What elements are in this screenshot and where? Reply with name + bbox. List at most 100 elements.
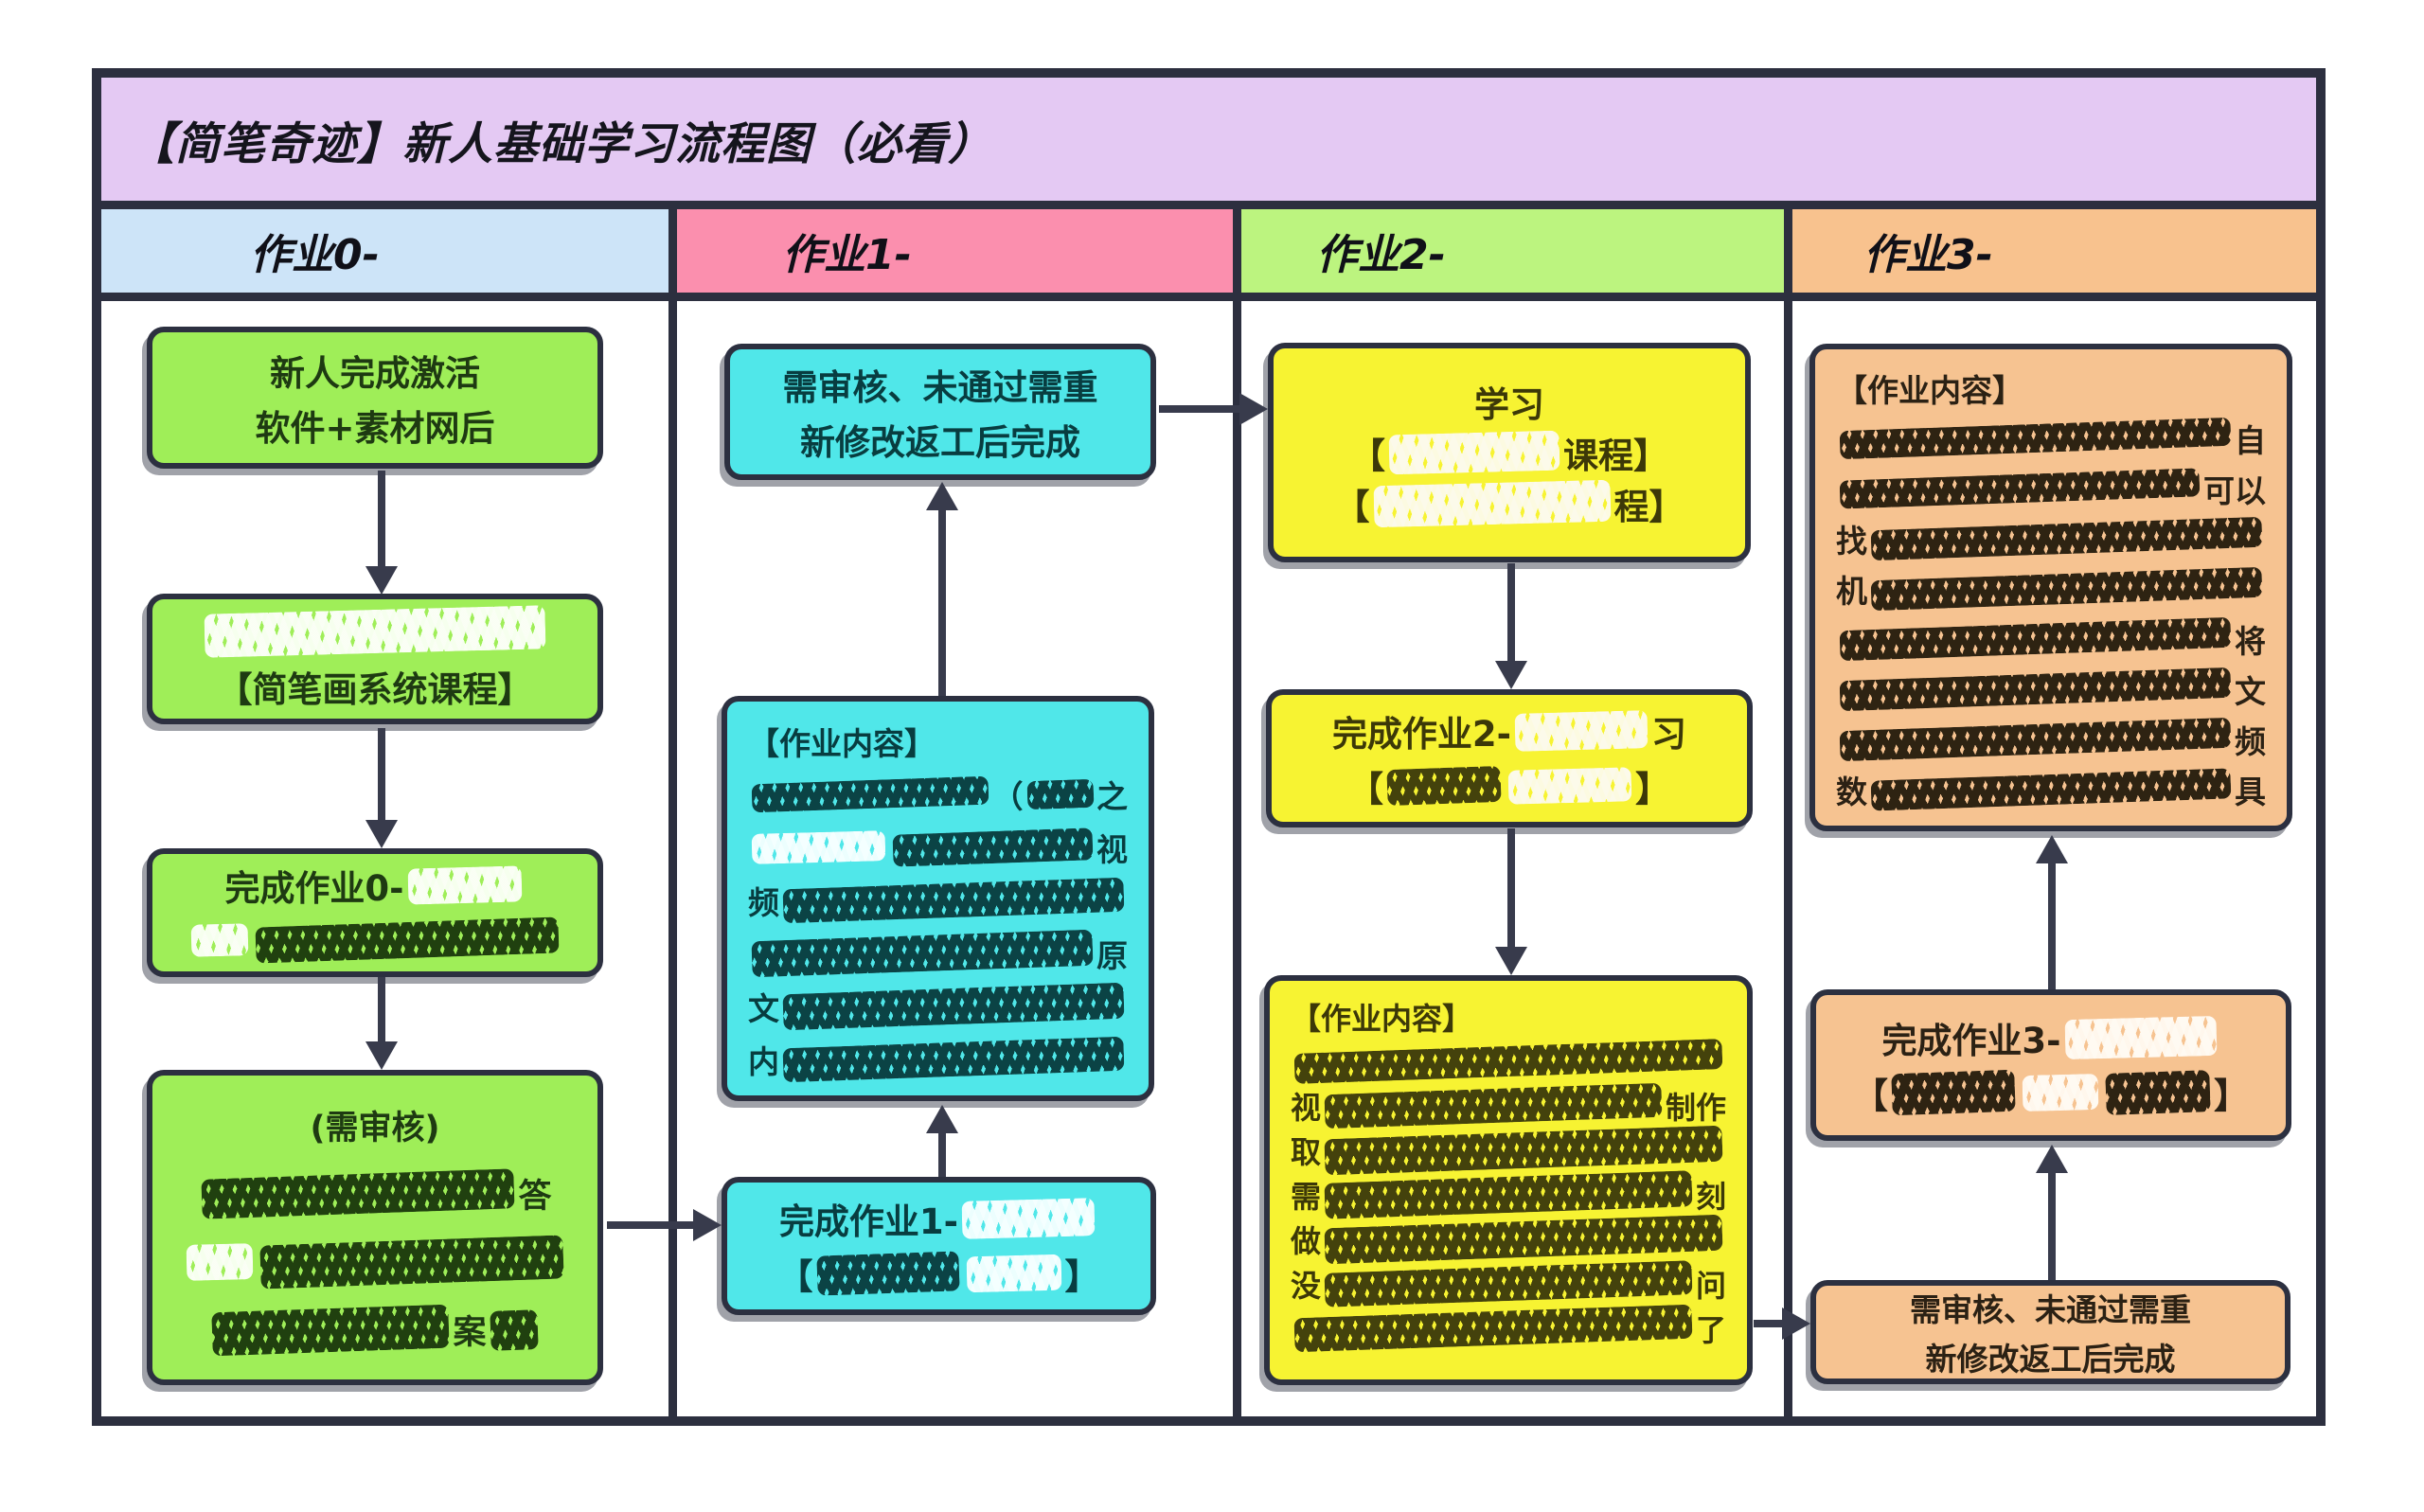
flow-arrow-n-to-m-head [2036, 1145, 2068, 1173]
text-line: 数具 [1836, 764, 2266, 814]
redaction-mark [1324, 1259, 1693, 1307]
redaction-mark [1891, 1069, 2016, 1116]
text-line: 【作业内容】 [1836, 363, 2266, 413]
redaction-mark [1839, 467, 2201, 509]
redaction-mark [204, 605, 546, 658]
flow-arrow-j-to-n-head [1782, 1307, 1810, 1340]
text-line [1291, 1038, 1726, 1084]
redaction-mark [255, 916, 560, 964]
text-line: 频 [1836, 714, 2266, 764]
box-text: 之 [1096, 778, 1128, 815]
text-line: 取 [1291, 1125, 1726, 1175]
redaction-mark [407, 865, 523, 905]
box-text: 【简笔画系统课程】 [217, 669, 533, 710]
redaction-mark [1025, 778, 1094, 810]
box-text: 视 [1096, 831, 1128, 868]
divider-under-title [101, 201, 2316, 209]
flow-arrow-f-to-e-head [926, 482, 958, 510]
column-header-hw3: 作业3- [1792, 209, 2316, 293]
page-title: 【简笔奇迹】新人基础学习流程图（必看） [130, 117, 993, 170]
text-line: 【简笔画系统课程】 [218, 659, 533, 714]
box-text: 做 [1291, 1222, 1322, 1259]
flow-box-finish-homework0: 完成作业0- [147, 848, 603, 977]
text-line: 文 [748, 980, 1128, 1033]
box-text: 作业2- [1316, 231, 1446, 279]
box-text: 作业3- [1863, 231, 1993, 279]
box-text: 】 [1064, 1256, 1100, 1297]
flow-box-study-courses: 学习【课程】【程】 [1268, 343, 1751, 562]
redaction-mark [892, 827, 1094, 867]
box-text: 制作 [1665, 1089, 1726, 1126]
flow-arrow-m-to-l-line [2048, 863, 2056, 989]
box-text: 软件+素材网后 [255, 408, 495, 449]
flow-box-sketch-course: 【简笔画系统课程】 [147, 594, 603, 724]
redaction-mark [1514, 710, 1649, 752]
column-header-hw0: 作业0- [101, 209, 668, 293]
text-line: (需审核) [311, 1092, 440, 1160]
flow-arrow-h-to-i-head [1495, 661, 1527, 689]
redaction-mark [751, 830, 886, 864]
box-text: 】 [1635, 769, 1670, 809]
column-header-hw2: 作业2- [1241, 209, 1784, 293]
box-text: 新修改返工后完成 [800, 422, 1080, 463]
text-line: 机 [1836, 563, 2266, 614]
box-text: 【 [1853, 1076, 1888, 1116]
column-separator-1 [668, 201, 677, 1416]
text-line: 完成作业2-习 [1332, 703, 1686, 758]
box-text: 频 [2235, 722, 2266, 760]
flow-arrow-i-to-j-head [1495, 947, 1527, 975]
box-text: 问 [1695, 1267, 1726, 1304]
box-text: 【 [1348, 769, 1383, 809]
redaction-mark [1293, 1038, 1723, 1084]
flow-arrow-m-to-l-head [2036, 835, 2068, 863]
redaction-mark [751, 775, 989, 813]
text-line: 【作业内容】 [748, 715, 1128, 768]
flow-box-homework2-content: 【作业内容】视制作取需刻做没问了 [1264, 975, 1753, 1385]
text-line: 完成作业0- [224, 858, 525, 913]
redaction-mark [1870, 767, 2232, 811]
box-text: 完成作业1- [778, 1201, 959, 1242]
flow-arrow-a-to-b-line [378, 471, 385, 568]
box-text: 新修改返工后完成 [1925, 1341, 2176, 1378]
redaction-mark [1839, 417, 2232, 459]
box-text: 完成作业0- [224, 868, 404, 909]
box-text: 案 [453, 1314, 487, 1352]
flow-arrow-g-to-f-head [926, 1105, 958, 1133]
text-line: 完成作业1- [779, 1191, 1098, 1246]
box-text: 【作业内容】 [1291, 1000, 1473, 1037]
flow-arrow-g-to-f-line [938, 1133, 946, 1177]
text-line: 视制作 [1291, 1082, 1726, 1129]
text-line: 文 [1836, 664, 2266, 714]
text-line: 【 课程】 [1350, 427, 1668, 478]
redaction-mark [1839, 616, 2232, 661]
flow-arrow-e-to-h-head [1239, 393, 1268, 425]
box-text: 将 [2235, 622, 2266, 660]
redaction-mark [1324, 1169, 1693, 1219]
flow-arrow-n-to-m-line [2048, 1173, 2056, 1280]
redaction-mark [1839, 667, 2232, 711]
box-text: 【 [1350, 436, 1385, 476]
flow-arrow-e-to-h-line [1159, 405, 1239, 413]
text-line [201, 604, 549, 659]
text-line: 答 [198, 1160, 552, 1228]
column-separator-3 [1784, 201, 1792, 1416]
box-text: 课程】 [1563, 436, 1668, 476]
box-text: 】 [2214, 1076, 2249, 1116]
redaction-mark [782, 1036, 1125, 1083]
text-line: 自 [1836, 413, 2266, 463]
box-text: 刻 [1695, 1178, 1726, 1215]
box-text: 可以 [2203, 471, 2266, 509]
box-text: 【作业内容】 [748, 725, 936, 762]
text-line: 了 [1291, 1304, 1726, 1352]
text-line: 【】 [778, 1246, 1100, 1301]
text-line: 作业2- [1316, 221, 1709, 281]
redaction-mark [1324, 1214, 1723, 1264]
flow-box-finish-homework2: 完成作业2-习【 】 [1266, 689, 1753, 827]
flow-box-homework1-content: 【作业内容】（之视频原文内 [722, 696, 1154, 1101]
redaction-mark [1507, 767, 1632, 805]
box-text: 作业1- [782, 231, 912, 279]
redaction-mark [186, 1242, 254, 1281]
redaction-mark [201, 1167, 516, 1219]
text-line: 【】 [1853, 1065, 2249, 1120]
text-line: 需审核、未通过需重 [783, 357, 1098, 412]
